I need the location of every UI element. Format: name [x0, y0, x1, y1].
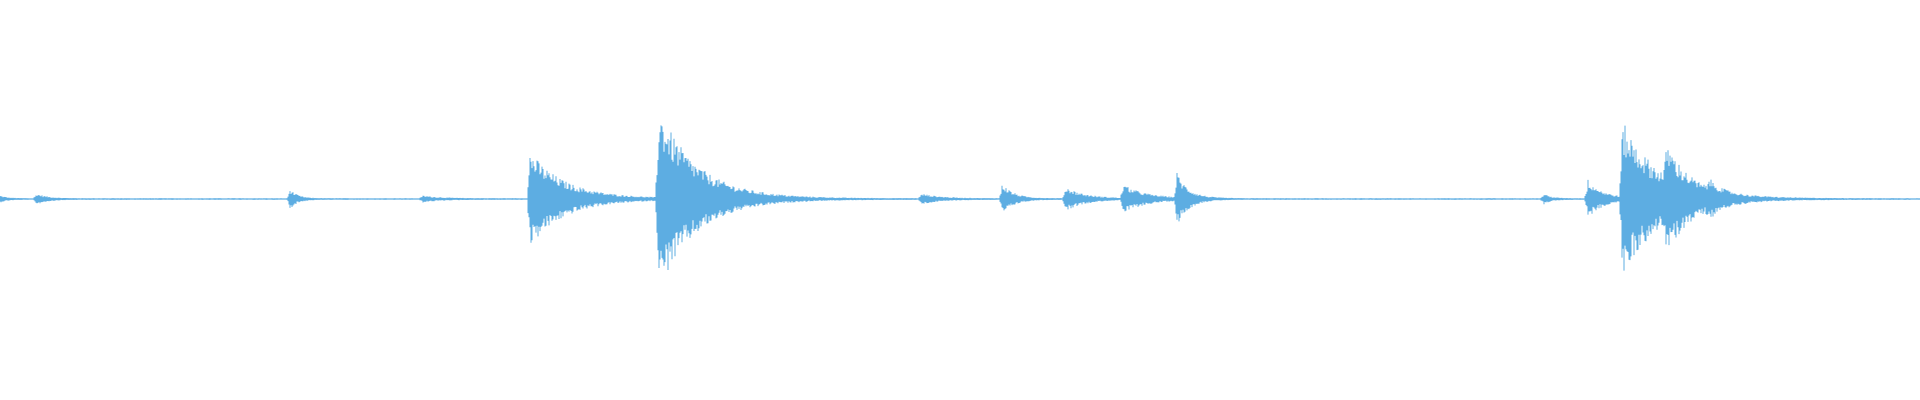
waveform-path	[0, 125, 1920, 271]
waveform-bars	[0, 125, 1920, 271]
